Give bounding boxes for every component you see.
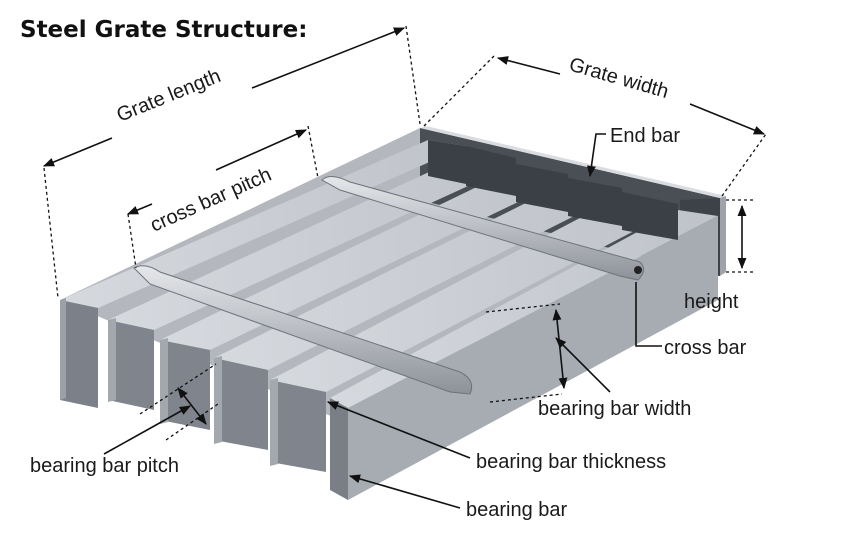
label-bearing-bar-pitch: bearing bar pitch [30,455,179,477]
dimension-lines [42,25,767,509]
label-grate-length: Grate length [114,65,224,127]
grate-body [60,126,726,500]
label-bearing-bar-width: bearing bar width [538,398,691,420]
bearing-bar-1 [60,140,466,308]
label-cross-bar: cross bar [664,337,747,359]
label-bearing-bar: bearing bar [466,499,568,521]
cross-bar-back [321,176,644,281]
bearing-bar-2 [108,155,516,330]
label-grate-width: Grate width [567,54,671,103]
cross-bar-front [133,265,473,395]
diagram-title: Steel Grate Structure: [20,17,307,43]
label-height: height [684,291,739,313]
label-end-bar: End bar [610,125,680,147]
label-bearing-bar-thickness: bearing bar thickness [476,451,666,473]
